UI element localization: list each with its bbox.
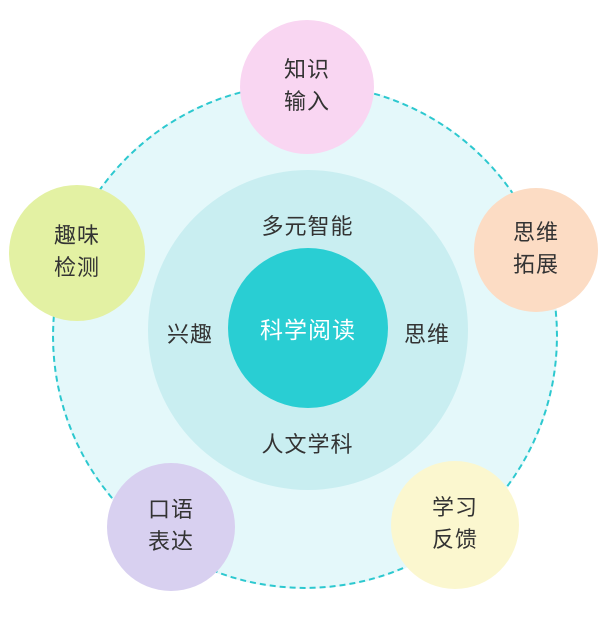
ring-label-right: 思维 (403, 323, 450, 348)
core-label: 科学阅读 (260, 318, 356, 344)
satellite-fun-check: 趣味 检测 (9, 185, 145, 321)
satellite-knowledge-input: 知识 输入 (240, 20, 374, 154)
satellite-thinking-expand: 思维 拓展 (474, 188, 598, 312)
satellite-oral-expression: 口语 表达 (107, 463, 235, 591)
core-circle: 科学阅读 (228, 248, 388, 408)
satellite-knowledge-input-label: 知识 输入 (283, 58, 330, 115)
satellite-learning-feedback-label: 学习 反馈 (431, 496, 478, 553)
satellite-learning-feedback: 学习 反馈 (391, 461, 519, 589)
ring-label-left: 兴趣 (166, 323, 213, 348)
ring-label-top: 多元智能 (261, 215, 354, 240)
satellite-oral-expression-label: 口语 表达 (147, 498, 194, 555)
satellite-thinking-expand-label: 思维 拓展 (512, 221, 559, 278)
ring-label-bottom: 人文学科 (261, 433, 354, 458)
satellite-fun-check-label: 趣味 检测 (53, 224, 100, 281)
